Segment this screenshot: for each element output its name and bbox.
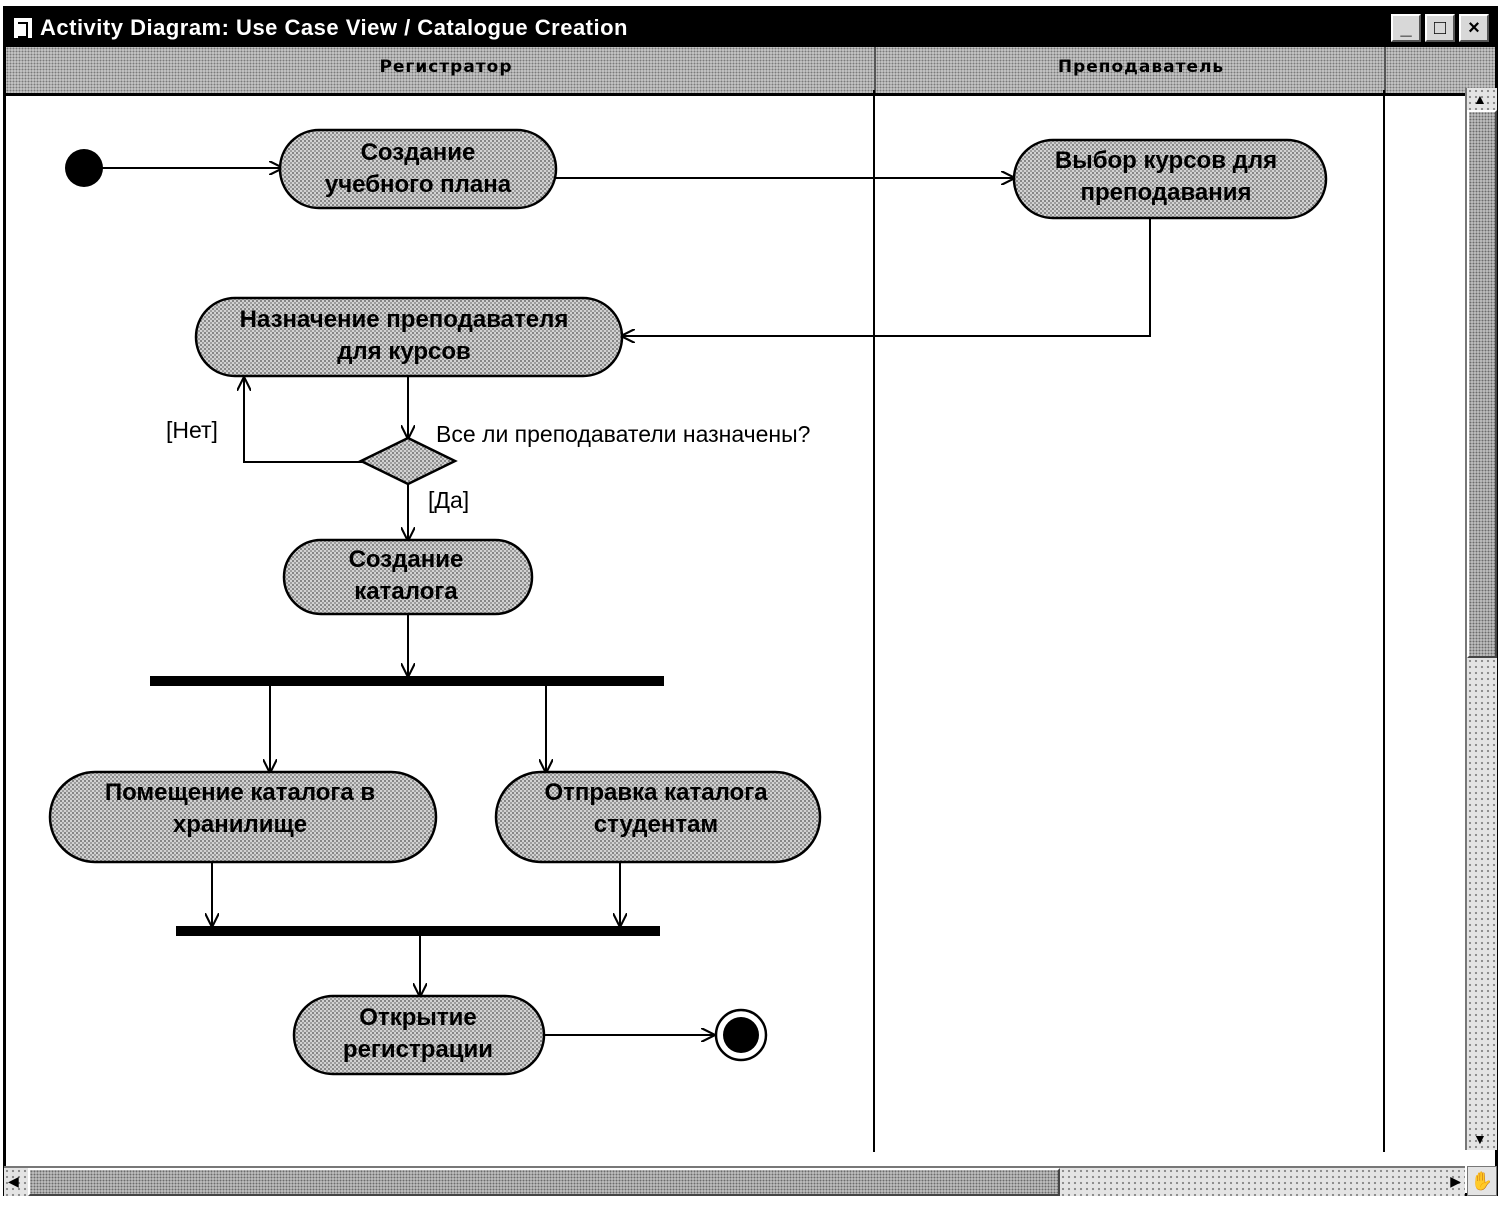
activity-diagram-icon <box>12 16 34 40</box>
transition-decision-no <box>244 378 362 463</box>
scroll-down-icon[interactable]: ▼ <box>1473 1131 1487 1147</box>
scroll-right-icon[interactable]: ▶ <box>1450 1173 1461 1189</box>
minimize-button[interactable]: _ <box>1391 14 1421 42</box>
maximize-button[interactable]: □ <box>1425 14 1455 42</box>
window-title: Activity Diagram: Use Case View / Catalo… <box>40 15 628 40</box>
activity-label-line: Отправка каталога <box>544 779 768 806</box>
title-bar[interactable]: Activity Diagram: Use Case View / Catalo… <box>6 9 1495 47</box>
activity-create-catalogue[interactable]: Создание каталога <box>282 538 534 616</box>
activity-label-line: студентам <box>594 811 718 838</box>
window-controls: _ □ × <box>1391 14 1489 42</box>
activity-label-line: Выбор курсов для <box>1055 147 1277 174</box>
activity-label-line: регистрации <box>343 1036 493 1063</box>
initial-node[interactable] <box>65 149 103 187</box>
activity-label-line: для курсов <box>337 338 471 365</box>
activity-create-curriculum[interactable]: Создание учебного плана <box>278 128 558 210</box>
activity-select-courses[interactable]: Выбор курсов для преподавания <box>1012 138 1328 220</box>
horizontal-scrollbar[interactable]: ◀ ▶ <box>4 1166 1465 1196</box>
swimlane-separator <box>1384 47 1386 93</box>
decision-node[interactable] <box>358 436 458 486</box>
activity-assign-teacher[interactable]: Назначение преподавателя для курсов <box>194 296 624 378</box>
guard-yes: [Да] <box>428 487 469 513</box>
scroll-up-icon[interactable]: ▲ <box>1473 91 1487 107</box>
horizontal-scroll-thumb[interactable] <box>28 1168 1060 1196</box>
swimlane-header: Регистратор Преподаватель <box>6 47 1495 96</box>
activity-label-line: Помещение каталога в <box>105 779 375 806</box>
swimlane-teacher-title[interactable]: Преподаватель <box>1057 57 1225 77</box>
transition-a2-to-a3 <box>622 217 1151 336</box>
decision-question: Все ли преподаватели назначены? <box>436 421 810 447</box>
activity-label-line: Назначение преподавателя <box>240 306 569 333</box>
activity-label-line: Открытие <box>359 1004 476 1031</box>
activity-label-line: Создание <box>349 546 464 573</box>
swimlane-registrar-title[interactable]: Регистратор <box>379 57 513 77</box>
activity-label-line: каталога <box>354 578 458 605</box>
activity-send-catalogue[interactable]: Отправка каталога студентам <box>494 770 822 864</box>
guard-no: [Нет] <box>166 417 218 443</box>
join-bar[interactable] <box>176 926 660 936</box>
close-button[interactable]: × <box>1459 14 1489 42</box>
vertical-scroll-thumb[interactable] <box>1467 110 1497 658</box>
vertical-scrollbar[interactable]: ▲ ▼ <box>1465 88 1497 1150</box>
activity-label-line: Создание <box>361 139 476 166</box>
swimlane-separator <box>874 47 876 93</box>
activity-label-line: преподавания <box>1081 179 1252 206</box>
activity-label-line: хранилище <box>173 811 307 838</box>
fork-bar[interactable] <box>150 676 664 686</box>
activity-store-catalogue[interactable]: Помещение каталога в хранилище <box>48 770 438 864</box>
activity-label-line: учебного плана <box>325 171 512 198</box>
hand-icon[interactable]: ✋ <box>1467 1166 1497 1196</box>
scroll-left-icon[interactable]: ◀ <box>8 1173 19 1189</box>
final-node[interactable] <box>714 1008 768 1062</box>
activity-open-registration[interactable]: Открытие регистрации <box>292 994 546 1076</box>
